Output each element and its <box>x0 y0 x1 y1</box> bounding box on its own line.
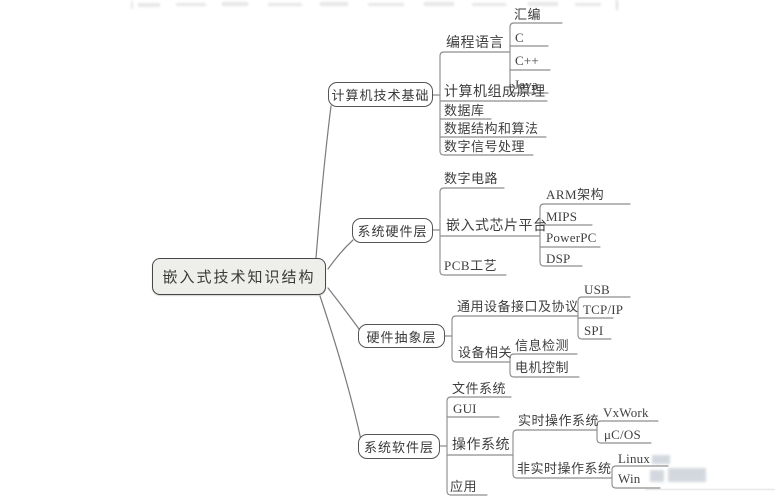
root-node-label: 嵌入式技术知识结构 <box>162 270 316 286</box>
node-computer-organization: 计算机组成原理 <box>444 85 546 100</box>
node-mips: MIPS <box>546 209 578 224</box>
scan-artifact-top-dash <box>472 3 506 6</box>
node-spi: SPI <box>584 323 604 338</box>
node-powerpc: PowerPC <box>546 230 597 245</box>
scan-artifact-top-dash <box>268 3 302 6</box>
branch-system-software: 系统软件层 <box>358 434 440 459</box>
node-cpp: C++ <box>515 53 539 68</box>
node-rtos: 实时操作系统 <box>518 413 600 428</box>
scan-artifact-top-dash <box>222 2 248 6</box>
node-assembly: 汇编 <box>514 7 542 22</box>
branch-hardware-abstraction-label: 硬件抽象层 <box>366 329 437 345</box>
node-programming-languages: 编程语言 <box>446 36 504 51</box>
node-arm-architecture: ARM架构 <box>546 187 605 202</box>
node-ucos: μC/OS <box>604 427 641 442</box>
node-device-related: 设备相关 <box>458 345 513 360</box>
branch-system-hardware: 系统硬件层 <box>352 218 433 243</box>
node-pcb-process: PCB工艺 <box>444 258 498 273</box>
scan-artifact-top-dash <box>176 3 206 6</box>
node-tcpip: TCP/IP <box>583 302 624 317</box>
watermark-smudge <box>650 470 664 482</box>
node-digital-signal-processing: 数字信号处理 <box>444 139 526 154</box>
branch-computer-fundamentals: 计算机技术基础 <box>328 82 433 107</box>
scan-artifact-top-dash <box>575 3 601 6</box>
scan-artifact-top-tick-right <box>616 0 618 10</box>
node-c: C <box>515 30 524 45</box>
node-database: 数据库 <box>444 103 485 118</box>
watermark-smudge <box>652 455 670 464</box>
watermark-stamp <box>668 468 706 482</box>
node-file-system: 文件系统 <box>452 381 507 396</box>
node-gui: GUI <box>453 401 477 416</box>
node-motor-control: 电机控制 <box>515 360 570 375</box>
scan-artifact-top-dash <box>528 2 558 6</box>
node-win: Win <box>618 471 641 486</box>
node-digital-circuits: 数字电路 <box>444 171 499 186</box>
scan-artifact-top-dash <box>424 2 454 6</box>
branch-system-software-label: 系统软件层 <box>363 440 434 455</box>
scan-artifact-top-dash <box>320 2 348 6</box>
scan-artifact-top-tick-left <box>131 1 133 9</box>
node-dsp: DSP <box>546 251 571 266</box>
node-info-detection: 信息检测 <box>515 338 570 353</box>
branch-hardware-abstraction: 硬件抽象层 <box>358 324 445 348</box>
node-linux: Linux <box>618 451 651 466</box>
node-application: 应用 <box>450 479 478 494</box>
scan-artifact-bottom-line <box>645 489 775 490</box>
root-node: 嵌入式技术知识结构 <box>152 258 326 295</box>
node-java: Java <box>514 77 538 92</box>
node-vxwork: VxWork <box>603 405 649 420</box>
branch-system-hardware-label: 系统硬件层 <box>357 224 428 239</box>
node-usb: USB <box>584 282 610 297</box>
node-generic-device-interfaces: 通用设备接口及协议 <box>457 299 579 314</box>
scan-artifact-top-dash <box>368 3 404 6</box>
scan-artifact-top-dash <box>138 3 160 7</box>
node-non-rtos: 非实时操作系统 <box>517 461 612 476</box>
node-data-structures-algorithms: 数据结构和算法 <box>444 121 539 136</box>
branch-computer-fundamentals-label: 计算机技术基础 <box>331 88 430 103</box>
node-embedded-chip-platform: 嵌入式芯片平台 <box>446 219 548 234</box>
node-operating-system: 操作系统 <box>452 438 510 453</box>
